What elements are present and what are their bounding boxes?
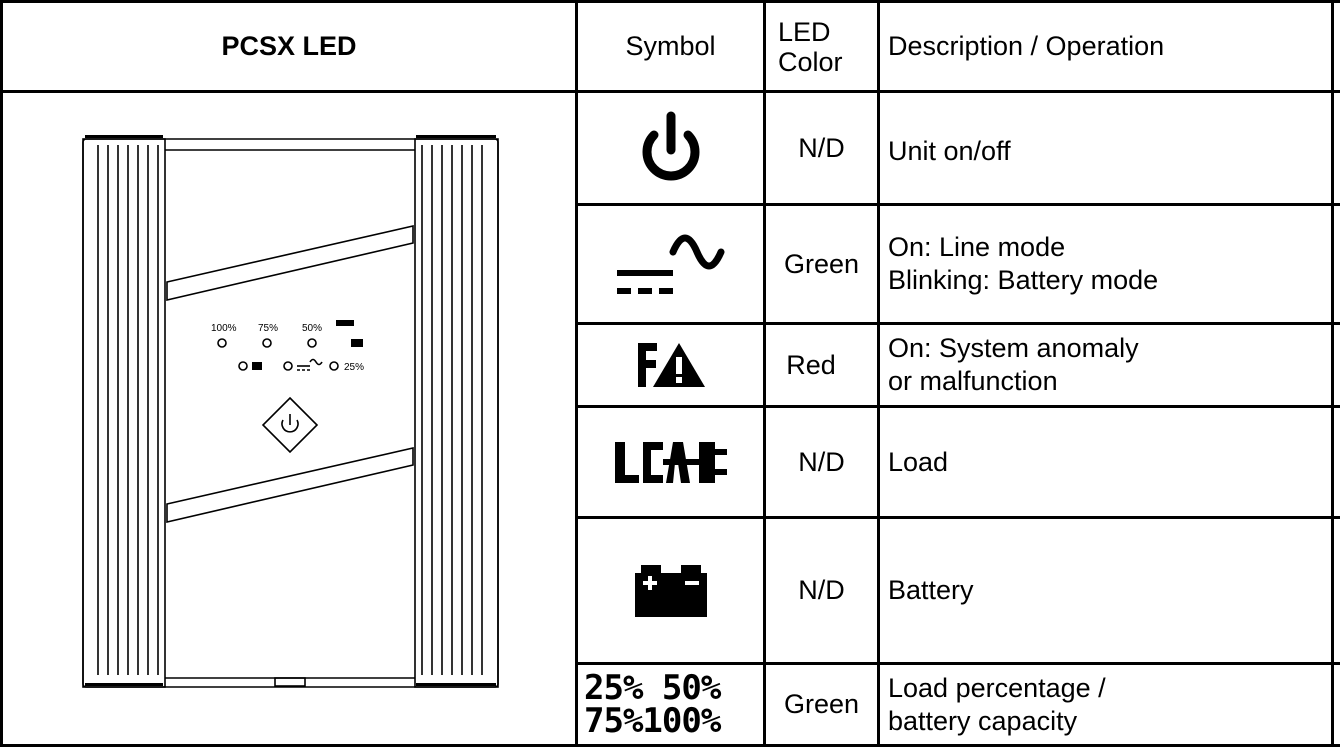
row-2-description-line1: On: Line mode (888, 232, 1066, 262)
row-divider (576, 405, 1340, 408)
percent-text-line2: 75%100% (584, 700, 721, 741)
header-led-color-line2: Color (778, 46, 843, 77)
row-2-description-line2: Blinking: Battery mode (888, 265, 1159, 295)
header-pcsx-led: PCSX LED (221, 31, 357, 61)
row-3-led-color: Red (786, 349, 836, 380)
header-led-color-line1: LED (778, 16, 831, 47)
panel-label-25: 25% (344, 362, 364, 373)
row-6-description: Load percentage / battery capacity (880, 665, 1331, 744)
column-divider (877, 0, 880, 747)
row-divider (576, 203, 1340, 206)
percent-text-line1: 25% 50% (584, 667, 721, 708)
power-icon (578, 93, 763, 203)
table-border-right (1331, 0, 1334, 747)
panel-label-100: 100% (211, 323, 237, 334)
battery-icon (578, 519, 763, 662)
table-border-bottom (0, 744, 1340, 747)
header-led-color: LED Color (778, 3, 877, 90)
load-icon (578, 408, 763, 516)
row-divider (576, 662, 1340, 665)
percent-icon: 25% 50% 75%100% (580, 665, 763, 744)
line-mode-icon (578, 206, 763, 322)
table-border-left (0, 0, 3, 747)
panel-label-75: 75% (258, 323, 278, 334)
row-3-description-line1: On: System anomaly (888, 333, 1139, 363)
table-border-top (0, 0, 1340, 3)
row-2-led-color: Green (783, 248, 860, 279)
header-symbol: Symbol (625, 31, 716, 61)
row-4-description: Load (888, 446, 949, 477)
row-5-led-color: N/D (798, 575, 845, 605)
column-divider (763, 0, 766, 747)
row-6-led-color: Green (783, 689, 860, 719)
header-description: Description / Operation (888, 31, 1165, 61)
ups-front-panel-illustration: 100% 75% 50% 25% (82, 135, 499, 688)
row-divider (576, 322, 1340, 325)
fault-icon (578, 325, 763, 405)
row-1-description: Unit on/off (888, 135, 1011, 166)
row-3-description: On: System anomaly or malfunction (880, 325, 1331, 405)
row-2-description: On: Line mode Blinking: Battery mode (880, 206, 1331, 322)
row-6-description-line1: Load percentage / (888, 672, 1106, 703)
column-divider (575, 0, 578, 747)
row-3-description-line2: or malfunction (888, 366, 1058, 396)
row-1-led-color: N/D (798, 132, 845, 163)
header-divider (0, 90, 1340, 93)
row-divider (576, 516, 1340, 519)
row-4-led-color: N/D (798, 446, 845, 477)
row-6-description-line2: battery capacity (888, 705, 1078, 736)
row-5-description: Battery (888, 575, 974, 605)
panel-label-50: 50% (302, 323, 322, 334)
